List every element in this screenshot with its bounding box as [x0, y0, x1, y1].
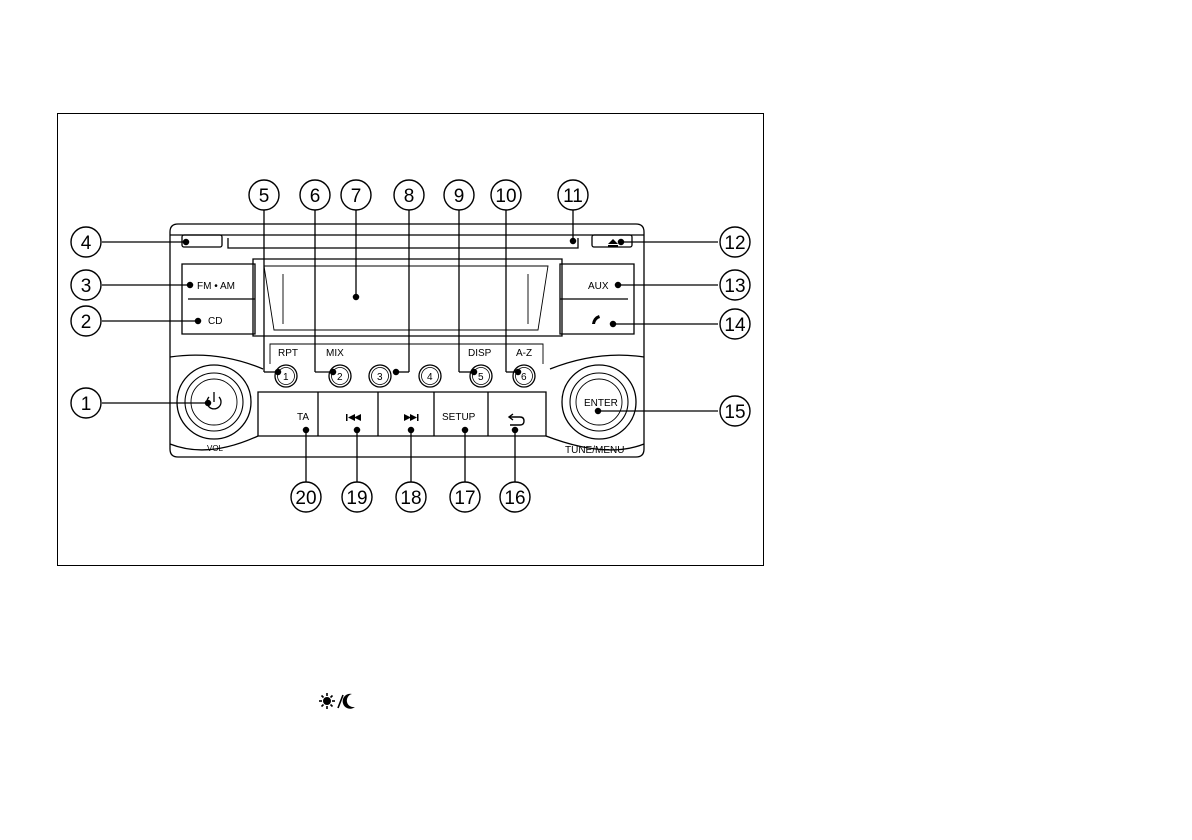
callout-19: 19: [346, 488, 367, 509]
phone-icon[interactable]: [592, 315, 600, 324]
az-label: A-Z: [516, 348, 532, 359]
setup-button[interactable]: SETUP: [442, 412, 476, 423]
radio-diagram-frame: FM • AM CD AUX 1 2 3 4 5: [57, 113, 764, 566]
skip-back-icon[interactable]: [346, 414, 361, 421]
callout-7: 7: [351, 186, 362, 207]
preset-label-5: 5: [478, 372, 484, 383]
callout-14: 14: [724, 315, 746, 336]
callout-leaders: [102, 210, 718, 482]
eject-icon: [608, 239, 618, 247]
ta-button[interactable]: TA: [297, 412, 309, 423]
preset-button-5[interactable]: 5: [470, 365, 492, 387]
callout-1: 1: [81, 394, 92, 415]
faceplate: [170, 224, 644, 457]
callout-5: 5: [259, 186, 270, 207]
radio-diagram: FM • AM CD AUX 1 2 3 4 5: [58, 114, 765, 567]
cd-button[interactable]: CD: [208, 316, 222, 327]
fm-am-button[interactable]: FM • AM: [197, 281, 235, 292]
callout-8: 8: [404, 186, 415, 207]
callout-2: 2: [81, 312, 92, 333]
preset-label-4: 4: [427, 372, 433, 383]
preset-label-2: 2: [337, 372, 343, 383]
callout-4: 4: [81, 233, 92, 254]
preset-label-3: 3: [377, 372, 383, 383]
skip-forward-icon[interactable]: [404, 414, 419, 421]
callout-6: 6: [310, 186, 321, 207]
callout-10: 10: [495, 186, 516, 207]
mix-label: MIX: [326, 348, 344, 359]
back-arrow-icon[interactable]: [509, 414, 524, 425]
aux-button[interactable]: AUX: [588, 281, 609, 292]
preset-label-6: 6: [521, 372, 527, 383]
callout-20: 20: [295, 488, 316, 509]
callout-18: 18: [400, 488, 421, 509]
callout-16: 16: [504, 488, 525, 509]
preset-button-3[interactable]: 3: [369, 365, 391, 387]
callout-13: 13: [724, 276, 745, 297]
disp-label: DISP: [468, 348, 492, 359]
rpt-label: RPT: [278, 348, 298, 359]
enter-button[interactable]: ENTER: [584, 398, 618, 409]
preset-buttons: 1 2 3 4 5 6: [275, 365, 535, 387]
callout-9: 9: [454, 186, 465, 207]
callout-12: 12: [724, 233, 745, 254]
preset-button-1[interactable]: 1: [275, 365, 297, 387]
vol-label: VOL: [207, 444, 224, 453]
callout-3: 3: [81, 276, 92, 297]
sun-moon-icon: [319, 692, 361, 710]
preset-label-1: 1: [283, 372, 289, 383]
preset-button-2[interactable]: 2: [329, 365, 351, 387]
preset-button-6[interactable]: 6: [513, 365, 535, 387]
callout-11: 11: [563, 186, 583, 207]
callout-15: 15: [724, 402, 745, 423]
preset-button-4[interactable]: 4: [419, 365, 441, 387]
callout-17: 17: [454, 488, 475, 509]
tune-menu-label: TUNE/MENU: [565, 445, 624, 456]
